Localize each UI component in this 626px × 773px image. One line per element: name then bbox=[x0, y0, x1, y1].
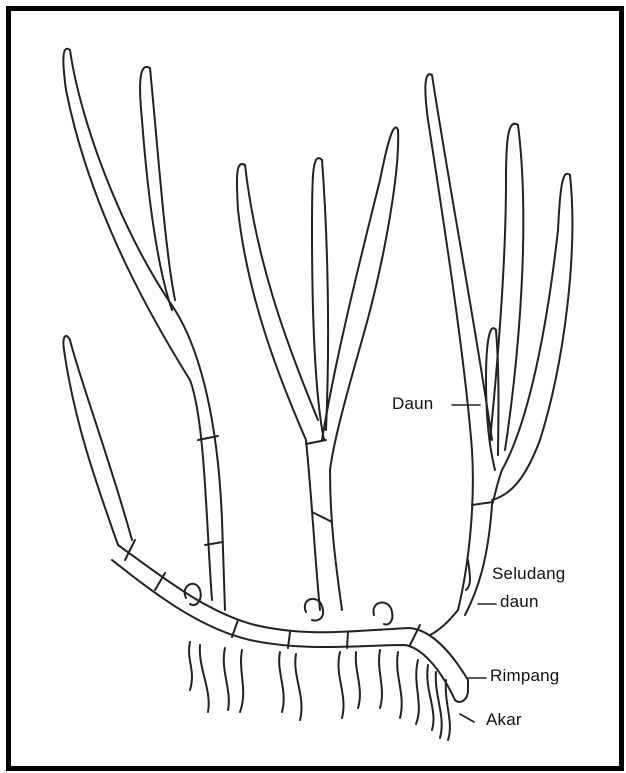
roots bbox=[189, 642, 450, 740]
plant-shoot-right bbox=[425, 74, 572, 635]
label-daun: Daun bbox=[392, 394, 433, 414]
label-akar: Akar bbox=[486, 710, 522, 730]
rhizome-stem bbox=[112, 540, 468, 702]
plant-shoot-middle bbox=[237, 127, 398, 610]
root-loops bbox=[185, 584, 393, 625]
plant-shoot-left bbox=[63, 49, 225, 610]
label-seludang: Seludang bbox=[492, 564, 565, 584]
label-seludang-daun: daun bbox=[500, 592, 539, 612]
label-rimpang: Rimpang bbox=[490, 666, 559, 686]
